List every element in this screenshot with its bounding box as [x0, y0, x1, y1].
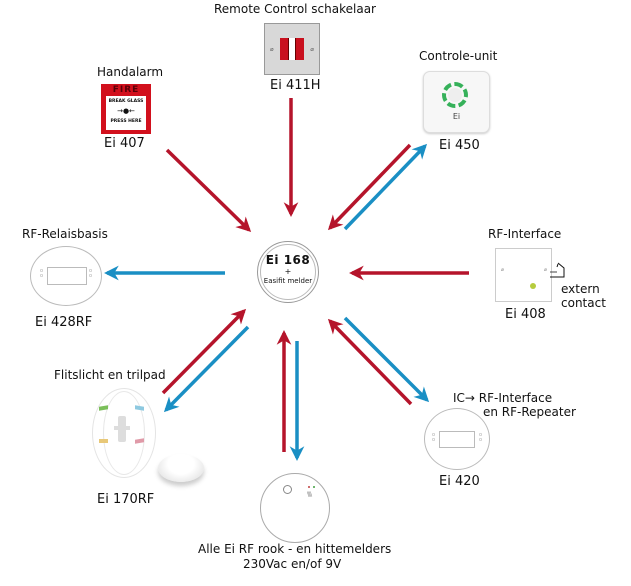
ic-prefix: IC: [453, 391, 465, 405]
relais-model: Ei 428RF: [35, 315, 93, 330]
melders-label-line1: Alle Ei RF rook - en hittemelders: [198, 542, 392, 556]
extern-contact-icon: [550, 262, 565, 278]
arrow-center-to-flitslicht: [163, 325, 250, 413]
break-glass-text: BREAK GLASS: [108, 99, 144, 104]
handalarm-model: Ei 407: [104, 136, 145, 151]
remote-label: Remote Control schakelaar: [214, 2, 376, 16]
arrow-center-to-ic: [343, 316, 430, 403]
fire-text: FIRE: [112, 85, 140, 95]
center-plus: +: [284, 267, 292, 276]
arrow-center-to-controle: [343, 143, 428, 231]
arrow-controle-to-center: [327, 143, 412, 231]
interface-model: Ei 408: [505, 307, 546, 322]
control-unit-icon: Ei: [423, 71, 490, 133]
strobe-pad-icon: [92, 388, 156, 478]
controle-label: Controle-unit: [419, 49, 498, 63]
ic-label-line1: RF-Interface: [478, 391, 553, 405]
arrow-ic-to-center: [327, 318, 413, 406]
fire-callpoint-icon: FIRE BREAK GLASS →●← PRESS HERE: [101, 84, 151, 134]
center-model: Ei 168: [265, 253, 311, 267]
press-here-text: PRESS HERE: [110, 119, 142, 124]
center-node: Ei 168 + Easifit melder: [257, 241, 319, 303]
ic-label-line2: en RF-Repeater: [483, 405, 576, 419]
flitslicht-label: Flitslicht en trilpad: [54, 368, 166, 382]
ic-arrow-icon: →: [464, 391, 479, 405]
remote-model: Ei 411H: [270, 78, 321, 93]
relais-label: RF-Relaisbasis: [22, 227, 108, 241]
switch-icon: ⌀ ⌀: [264, 23, 320, 75]
controle-brand: Ei: [452, 112, 461, 121]
interface-icon: ⌀ ⌀: [495, 248, 552, 302]
extern-label-1: extern: [561, 282, 600, 296]
center-sub: Easifit melder: [263, 277, 313, 285]
status-led: [530, 283, 536, 289]
flitslicht-model: Ei 170RF: [97, 492, 155, 507]
vibrating-pad-icon: [158, 454, 204, 482]
extern-label-2: contact: [561, 296, 606, 310]
arrow-handalarm-to-center: [165, 148, 252, 233]
handalarm-label: Handalarm: [97, 65, 164, 79]
melders-label-line2: 230Vac en/of 9V: [243, 557, 342, 571]
ic-model: Ei 420: [439, 474, 480, 489]
smoke-detector-icon: \\\\: [260, 473, 330, 543]
ic-label: IC→ RF-Interface: [453, 391, 552, 405]
interface-label: RF-Interface: [488, 227, 562, 241]
controle-model: Ei 450: [439, 138, 480, 153]
arrow-flitslicht-to-center: [161, 308, 247, 395]
